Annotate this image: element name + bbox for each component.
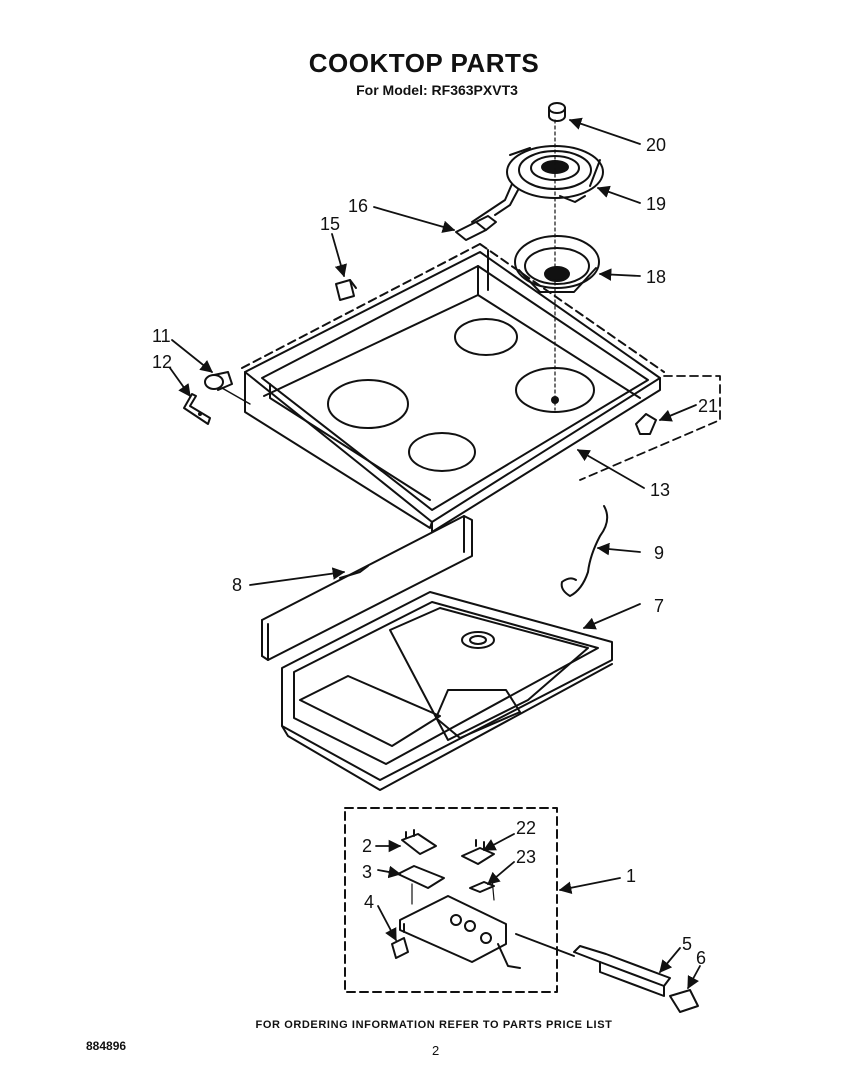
- callout-21: 21: [698, 396, 718, 416]
- callout-15: 15: [320, 214, 340, 234]
- document-number: 884896: [86, 1039, 127, 1053]
- callout-6: 6: [696, 948, 706, 968]
- callout-8: 8: [232, 575, 242, 595]
- page-number: 2: [432, 1043, 440, 1058]
- cap-part-20: [548, 102, 566, 122]
- surface-element-part-19: [471, 145, 604, 223]
- bracket-part-12: [183, 393, 211, 425]
- wire-part-9: [560, 505, 609, 597]
- callout-4: 4: [364, 892, 374, 912]
- callout-13: 13: [650, 480, 670, 500]
- cooktop-part-13: [241, 243, 721, 533]
- callout-3: 3: [362, 862, 372, 882]
- callout-12: 12: [152, 352, 172, 372]
- front-panel-part-8: [261, 515, 473, 661]
- callout-20: 20: [646, 135, 666, 155]
- ordering-note: FOR ORDERING INFORMATION REFER TO PARTS …: [255, 1019, 613, 1031]
- callout-16: 16: [348, 196, 368, 216]
- control-assembly-part-1: [344, 807, 558, 993]
- callout-19: 19: [646, 194, 666, 214]
- callout-18: 18: [646, 267, 666, 287]
- plug-part-6: [669, 989, 699, 1013]
- callout-7: 7: [654, 596, 664, 616]
- callout-5: 5: [682, 934, 692, 954]
- harness-part-5: [515, 933, 671, 997]
- hinge-part-11: [204, 371, 233, 391]
- callout-2: 2: [362, 836, 372, 856]
- drip-bowl-part-18: [514, 235, 600, 293]
- burner-box-part-7: [281, 591, 613, 791]
- model-subtitle: For Model: RF363PXVT3: [356, 82, 518, 98]
- callout-labels: 20 19 16 15 18 11 12 21 13 9 8 7 2 22 3 …: [152, 135, 718, 968]
- callout-22: 22: [516, 818, 536, 838]
- leader-lines: [169, 117, 701, 990]
- page-title: COOKTOP PARTS: [308, 48, 540, 78]
- terminal-block-part-16: [455, 215, 497, 241]
- callout-11: 11: [152, 326, 171, 346]
- callout-23: 23: [516, 847, 536, 867]
- callout-1: 1: [626, 866, 636, 886]
- clip-part-21: [635, 413, 657, 435]
- callout-9: 9: [654, 543, 664, 563]
- clip-part-15: [335, 279, 357, 301]
